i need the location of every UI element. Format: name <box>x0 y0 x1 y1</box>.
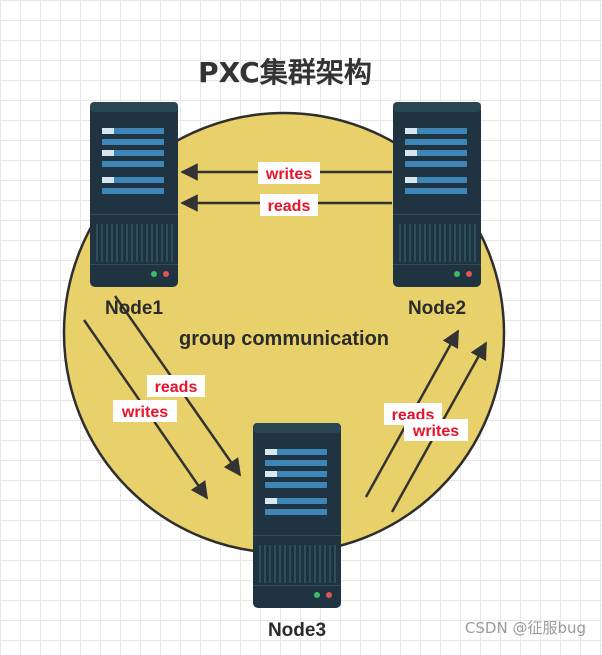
node3-label: Node3 <box>268 620 326 641</box>
diagram-title: PXC集群架构 <box>198 56 372 89</box>
group-communication-label: group communication <box>179 328 389 350</box>
edge-label-n3-n2-writes: writes <box>404 419 468 441</box>
node1-label: Node1 <box>105 298 164 319</box>
node1-server-icon <box>90 102 178 287</box>
svg-text:writes: writes <box>265 166 312 183</box>
edge-label-n1-n3-reads: reads <box>147 375 205 397</box>
node3-server-icon <box>253 423 341 608</box>
svg-text:writes: writes <box>121 404 168 421</box>
svg-text:writes: writes <box>412 423 459 440</box>
edge-label-n2-n1-reads: reads <box>260 194 318 216</box>
svg-text:reads: reads <box>155 379 198 396</box>
svg-text:reads: reads <box>268 198 311 215</box>
edge-label-n1-n3-writes: writes <box>113 400 177 422</box>
node2-server-icon <box>393 102 481 287</box>
watermark: CSDN @征服bug <box>465 619 586 637</box>
edge-label-n2-n1-writes: writes <box>258 162 320 184</box>
node2-label: Node2 <box>408 298 466 319</box>
